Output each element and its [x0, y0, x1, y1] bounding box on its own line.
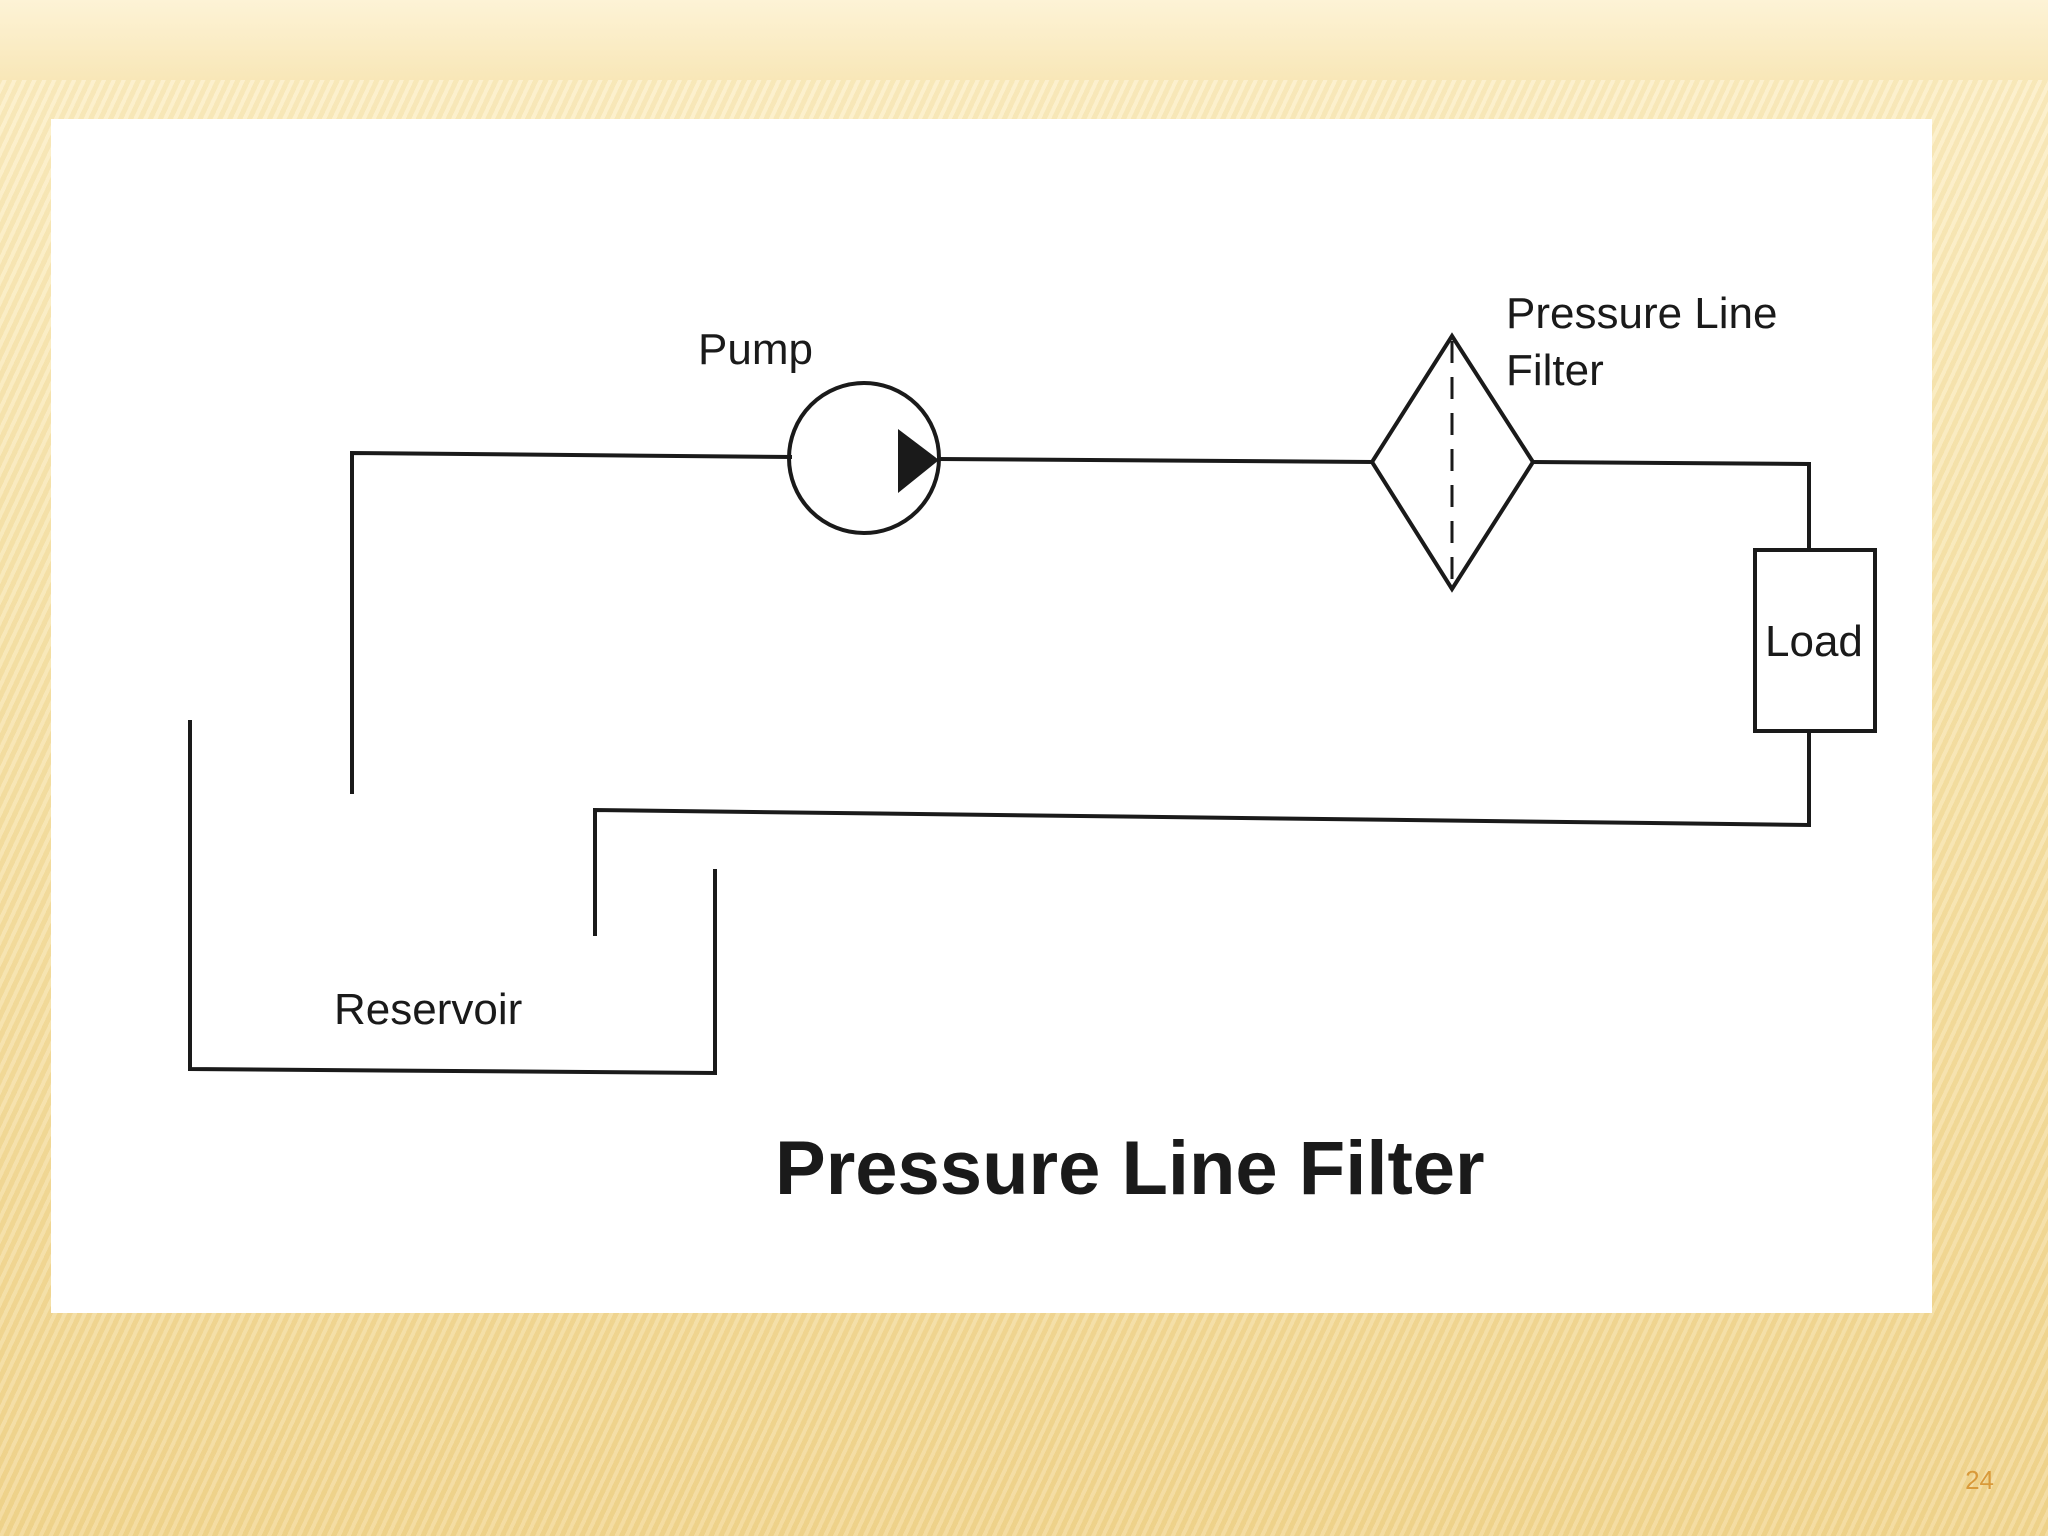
suction-line [350, 450, 793, 794]
filter-label-line2: Filter [1506, 346, 1604, 395]
pump-symbol [787, 381, 941, 535]
slide-header-band [0, 0, 2048, 80]
hydraulic-circuit-diagram: Pump Pressure Line Filter Load Reservoir… [188, 289, 1877, 1211]
pressure-line-filter-to-load [1530, 459, 1811, 552]
filter-label-line1: Pressure Line [1506, 289, 1777, 338]
diagram-image: Pump Pressure Line Filter Load Reservoir… [51, 119, 1932, 1313]
filter-symbol [1369, 332, 1536, 593]
reservoir-label: Reservoir [334, 985, 522, 1034]
diagram-title: Pressure Line Filter [775, 1126, 1485, 1211]
pump-direction-arrow [898, 429, 939, 493]
pressure-line-pump-to-filter [936, 456, 1375, 465]
reservoir-tank [188, 720, 717, 1076]
load-label: Load [1765, 617, 1863, 666]
return-line [593, 729, 1811, 936]
load-symbol [1753, 548, 1877, 733]
page-number: 24 [1965, 1465, 1994, 1495]
pump-label: Pump [698, 325, 813, 374]
